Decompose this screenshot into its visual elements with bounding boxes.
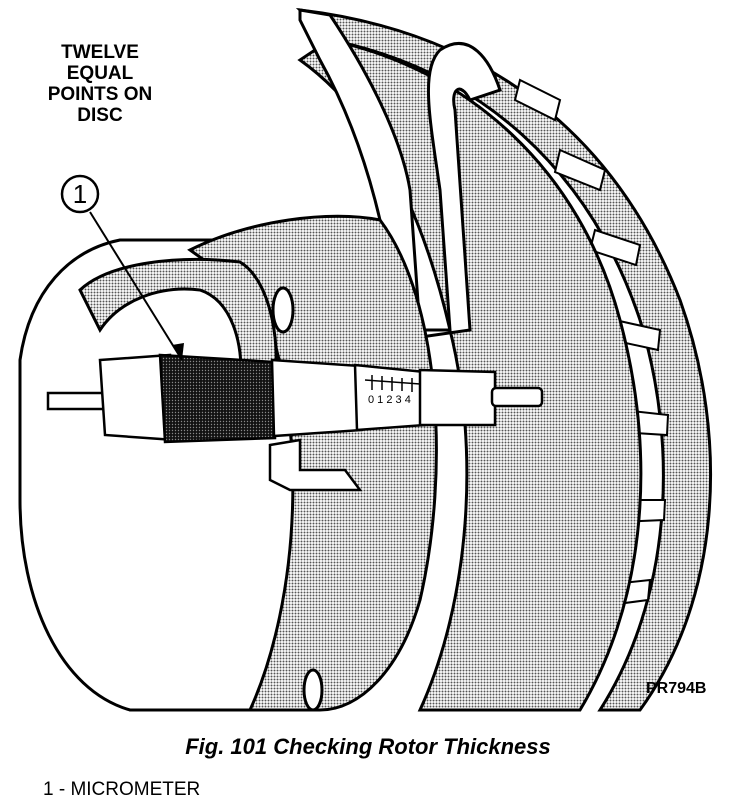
rotor-micrometer-illustration: 0 1 2 3 4	[18, 8, 713, 712]
hub-center	[187, 214, 438, 712]
callout-number: 1	[72, 179, 88, 209]
legend-item: 1 - MICROMETER	[43, 779, 201, 800]
measurement-note: TWELVE EQUAL POINTS ON DISC	[47, 42, 153, 126]
figure-code: PR794B	[646, 680, 707, 697]
micrometer-anvil	[46, 391, 110, 411]
micrometer-sleeve	[270, 358, 364, 438]
rotor-outer-rim	[295, 8, 713, 712]
micrometer-tip	[490, 386, 544, 408]
figure-caption: Fig. 101 Checking Rotor Thickness	[185, 734, 551, 759]
micrometer: 0 1 2 3 4	[46, 353, 544, 444]
callout-leader	[89, 211, 183, 361]
callout-arrowhead	[172, 343, 184, 360]
caliper-lower-mount	[268, 438, 363, 492]
callout-circle	[60, 174, 100, 214]
micrometer-ratchet	[418, 368, 497, 427]
micrometer-scale-digits: 0 1 2 3 4	[368, 394, 411, 406]
micrometer-grip	[158, 353, 277, 444]
lug-holes	[271, 286, 324, 712]
